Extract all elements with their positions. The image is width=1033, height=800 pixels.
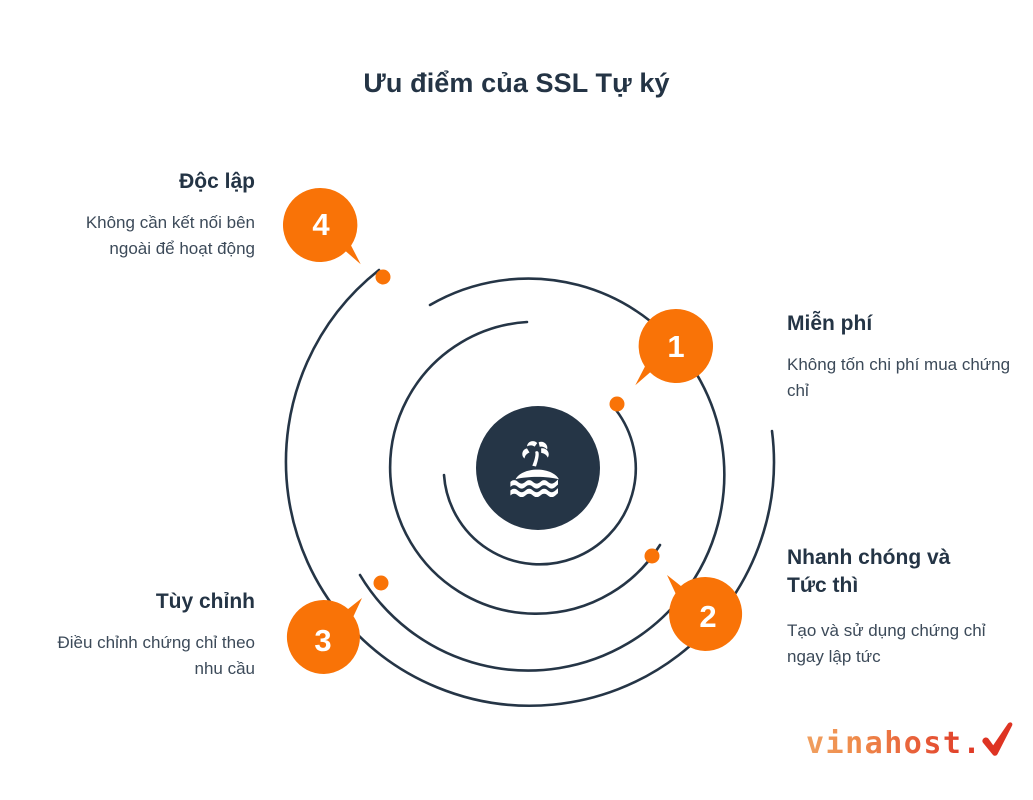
- feature-block-3-heading: Tùy chỉnh: [155, 590, 255, 613]
- speech-bubble-shape: [282, 187, 361, 265]
- page-title: Ưu điểm của SSL Tự ký: [363, 68, 670, 98]
- ring-node-dots: [373, 269, 660, 591]
- feature-block-2-body: Tạo và sử dụng chứng chỉ ngay lập tức: [787, 621, 986, 666]
- checkmark-icon: [978, 719, 1018, 764]
- feature-block-2: Nhanh chóng và Tức thì Tạo và sử dụng ch…: [787, 544, 987, 669]
- feature-block-4-body: Không cần kết nối bên ngoài để hoạt động: [85, 213, 255, 258]
- step-badge-4[interactable]: 4: [282, 185, 364, 267]
- ring-arc-third: [388, 320, 662, 616]
- vinahost-logo[interactable]: vinahost.: [806, 719, 1018, 766]
- speech-bubble-shape: [667, 575, 743, 652]
- vinahost-wordmark: vinahost.: [806, 726, 983, 761]
- ring-dot-4: [375, 269, 391, 285]
- step-badge-1[interactable]: 1: [632, 306, 714, 388]
- ring-arc-second: [358, 277, 726, 672]
- step-badge-3[interactable]: 3: [283, 595, 365, 677]
- feature-block-4: Độc lập Không cần kết nối bên ngoài để h…: [40, 168, 255, 261]
- ring-arc-outer: [284, 268, 776, 708]
- feature-block-4-heading: Độc lập: [179, 170, 255, 193]
- feature-block-1-heading: Miễn phí: [787, 312, 873, 335]
- ring-dot-1: [609, 396, 625, 412]
- feature-block-2-heading: Nhanh chóng và Tức thì: [787, 546, 951, 598]
- ring-dot-2: [644, 548, 660, 564]
- island-palm-tree-icon: [507, 439, 569, 497]
- ring-arc-inner: [442, 408, 638, 566]
- feature-block-3: Tùy chỉnh Điều chỉnh chứng chỉ theo nhu …: [35, 588, 255, 681]
- center-icon-circle: [476, 406, 600, 530]
- feature-block-3-body: Điều chỉnh chứng chỉ theo nhu cầu: [57, 633, 255, 678]
- feature-block-1: Miễn phí Không tốn chi phí mua chứng chỉ: [787, 310, 1017, 403]
- step-badge-2[interactable]: 2: [664, 572, 746, 654]
- feature-block-1-body: Không tốn chi phí mua chứng chỉ: [787, 355, 1011, 400]
- speech-bubble-shape: [286, 598, 362, 675]
- speech-bubble-shape: [635, 308, 714, 386]
- ring-dot-3: [373, 575, 389, 591]
